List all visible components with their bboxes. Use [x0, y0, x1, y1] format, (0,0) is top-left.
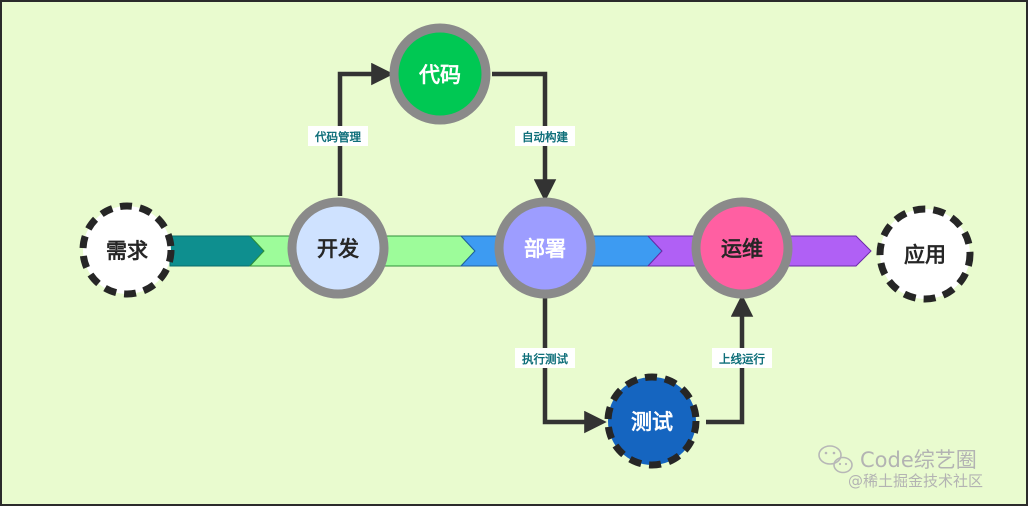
svg-text:测试: 测试 [631, 410, 673, 434]
edge-label-auto-build: 自动构建 [515, 126, 575, 146]
svg-text:需求: 需求 [106, 239, 148, 263]
node-yunwei: 运维 [691, 197, 793, 299]
watermark: Code综艺圈 @稀土掘金技术社区 [818, 445, 983, 490]
svg-text:部署: 部署 [524, 237, 566, 261]
svg-text:运维: 运维 [721, 237, 763, 261]
node-yingyong: 应用 [876, 205, 974, 303]
edge-label-code-management: 代码管理 [308, 126, 368, 146]
svg-text:代码: 代码 [418, 63, 461, 87]
svg-text:自动构建: 自动构建 [522, 130, 568, 144]
edge-label-execute-test: 执行测试 [515, 348, 575, 368]
edge-label-go-live: 上线运行 [712, 348, 772, 368]
node-ceshi: 测试 [604, 373, 700, 469]
connector-execute-test [542, 298, 607, 434]
connector-go-live [706, 294, 754, 425]
connector-auto-build [492, 71, 557, 202]
pipeline-segment-1 [169, 235, 265, 267]
svg-text:上线运行: 上线运行 [719, 352, 765, 366]
svg-text:开发: 开发 [317, 237, 360, 261]
watermark-brand: Code综艺圈 [860, 448, 977, 472]
connector-code-management [337, 62, 394, 196]
svg-text:应用: 应用 [904, 243, 946, 267]
node-bushu: 部署 [494, 197, 596, 299]
node-daima: 代码 [389, 23, 491, 125]
watermark-sub: @稀土掘金技术社区 [848, 472, 983, 490]
node-kaifa: 开发 [287, 197, 389, 299]
node-xuqiu: 需求 [79, 202, 175, 298]
svg-text:代码管理: 代码管理 [314, 130, 361, 144]
svg-text:执行测试: 执行测试 [522, 352, 568, 366]
wechat-icon [818, 445, 853, 474]
